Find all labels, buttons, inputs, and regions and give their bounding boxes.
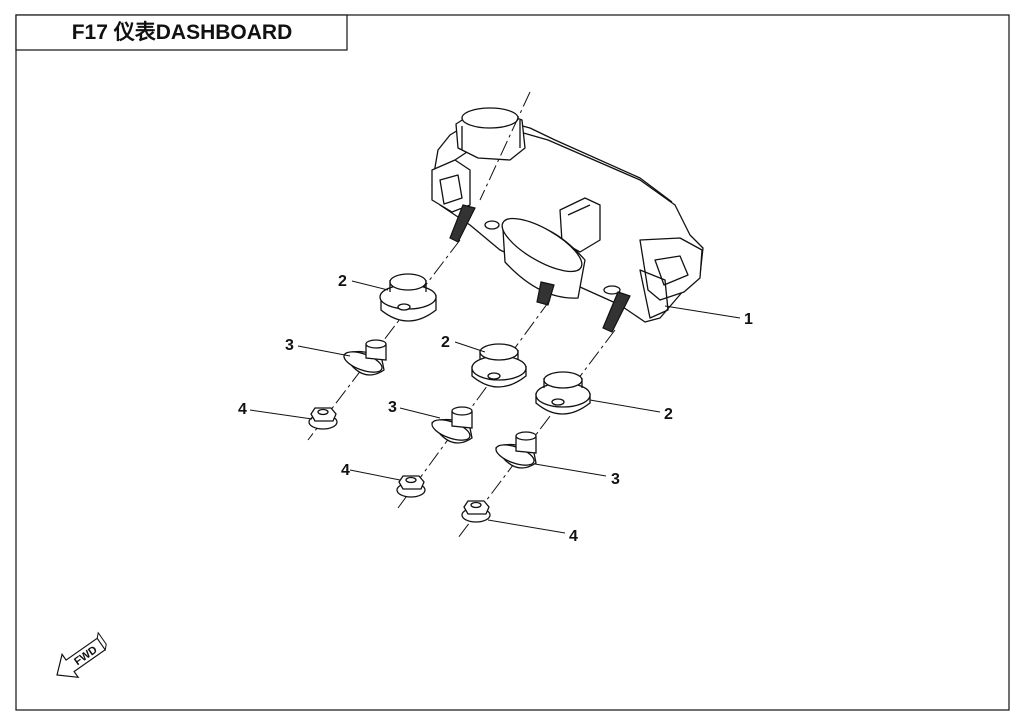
callout-3: 3 (285, 337, 294, 354)
dashboard-housing (431, 107, 704, 323)
nut-right (461, 500, 491, 523)
title-block: F17 仪表DASHBOARD (15, 14, 348, 51)
callout-labels: 1 2 2 2 3 3 3 4 4 4 (238, 273, 753, 545)
fwd-arrow: FWD (56, 631, 107, 679)
callout-2: 2 (338, 273, 347, 290)
callout-2: 2 (441, 334, 450, 351)
collar-right (495, 431, 537, 469)
callout-3: 3 (388, 399, 397, 416)
drawing-frame (15, 14, 1010, 711)
nuts (308, 407, 491, 523)
grommet-right (535, 371, 591, 415)
callout-2: 2 (664, 406, 673, 423)
callout-4: 4 (341, 462, 350, 479)
callout-1: 1 (744, 311, 753, 328)
leader-lines (249, 280, 741, 534)
nut-left (308, 407, 338, 430)
callout-4: 4 (238, 401, 247, 418)
callout-3: 3 (611, 471, 620, 488)
callout-4: 4 (569, 528, 578, 545)
grommet-left (379, 273, 437, 322)
nut-middle (396, 475, 426, 498)
page-title: F17 仪表DASHBOARD (72, 21, 293, 44)
collars (343, 339, 537, 469)
collar-left (343, 339, 387, 376)
grommet-middle (471, 343, 527, 388)
collar-middle (431, 406, 473, 444)
grommets (379, 273, 591, 415)
title-box (15, 14, 348, 51)
